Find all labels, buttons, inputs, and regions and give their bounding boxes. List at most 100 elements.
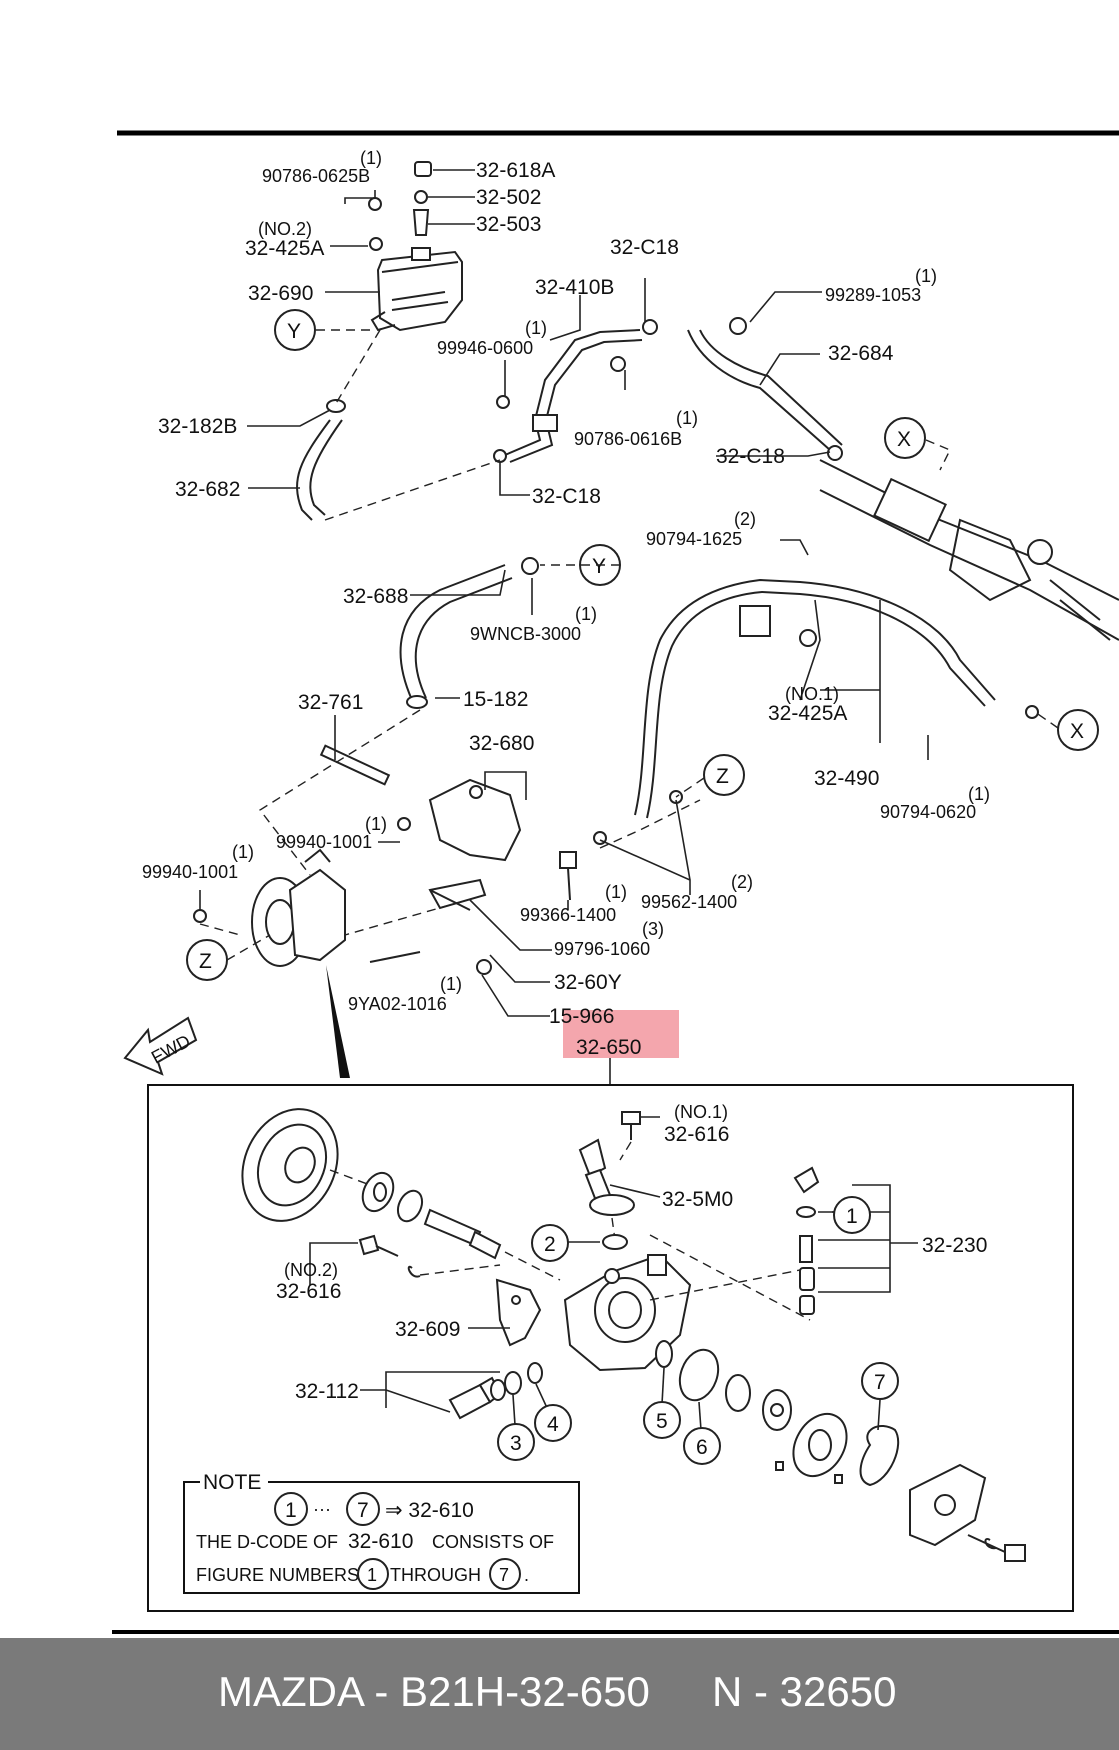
footer-bar: MAZDA - B21H-32-650 N - 32650 (0, 1638, 1119, 1750)
callout-part-number: 32-182B (158, 415, 237, 438)
callout-qty: (1) (605, 882, 627, 902)
forward-direction-arrow: FWD (123, 1016, 198, 1076)
oring-5-drawing (655, 1340, 673, 1368)
note-line3-to: 7 (499, 1565, 509, 1585)
figure-number-7-label: 7 (874, 1371, 886, 1394)
callout-part-number: 32-502 (476, 186, 541, 209)
note-line2-end: CONSISTS OF (432, 1532, 554, 1552)
callout-qty: (1) (915, 266, 937, 286)
reservoir-cap-parts-drawing (368, 161, 432, 251)
figure-number-1-callout: 1 (833, 1196, 871, 1234)
callout-part-number: 90786-0625B (262, 166, 370, 186)
oring-4-drawing (527, 1362, 543, 1384)
bearing-and-seal-drawing (361, 1171, 424, 1223)
power-steering-parts-diagram: Y Y X X Z Z (112, 130, 1119, 1634)
callout-qty: (3) (642, 919, 664, 939)
footer-oem-part-number: MAZDA - B21H-32-650 (218, 1668, 650, 1715)
note-arrow-target: ⇒ 32-610 (385, 1499, 474, 1522)
callout-part-number: 32-C18 (610, 236, 679, 259)
marker-x-upper: X (884, 417, 926, 459)
note-box: NOTE 1 ··· 7 ⇒ 32-610 THE D-CODE OF 32-6… (183, 1471, 580, 1594)
detail-pointer-wedge (326, 965, 350, 1078)
callout-part-number: 99289-1053 (825, 285, 921, 305)
callout-part-number: 32-616 (276, 1280, 341, 1303)
callout-part-number: 32-503 (476, 213, 541, 236)
shaft-drawing (423, 1208, 502, 1260)
callout-note: (NO.2) (284, 1260, 338, 1280)
relief-valve-32-112-drawing (448, 1376, 506, 1420)
hose-32-682-drawing (296, 399, 346, 521)
callout-part-number: 99562-1400 (641, 892, 737, 912)
callout-part-number: 32-684 (828, 342, 894, 365)
pump-body-drawing (563, 1253, 692, 1372)
callout-qty: (1) (440, 974, 462, 994)
cam-ring-and-rotor-drawing (725, 1374, 848, 1477)
note-title: NOTE (203, 1471, 261, 1494)
figure-number-6-callout: 6 (683, 1427, 721, 1465)
marker-x-upper-label: X (897, 428, 911, 451)
pipe-32-410b-drawing (493, 319, 658, 463)
note-line3-end: . (524, 1565, 529, 1585)
marker-z-right-label: Z (716, 765, 729, 788)
marker-z-right: Z (703, 754, 745, 796)
callout-part-number: 32-60Y (554, 971, 622, 994)
callout-note: (NO.2) (258, 219, 312, 239)
callout-note: (NO.1) (785, 684, 839, 704)
callout-part-number: 9YA02-1016 (348, 994, 447, 1014)
figure-number-4-label: 4 (547, 1413, 559, 1436)
callout-part-number: 32-690 (248, 282, 313, 305)
figure-number-7-callout: 7 (861, 1362, 899, 1400)
callout-part-number: 99946-0600 (437, 338, 533, 358)
callout-part-number: 32-C18 (532, 485, 601, 508)
callout-note: (NO.1) (674, 1102, 728, 1122)
note-range-to: 7 (357, 1499, 369, 1522)
note-line3-from: 1 (367, 1565, 377, 1585)
callout-part-number: 90786-0616B (574, 429, 682, 449)
callout-qty: (1) (676, 408, 698, 428)
oring-2-drawing (602, 1234, 628, 1250)
hose-32-688-drawing (399, 557, 539, 709)
marker-y-upper: Y (274, 309, 316, 351)
figure-number-2-label: 2 (544, 1233, 556, 1256)
figure-number-5-callout: 5 (643, 1401, 681, 1439)
callout-qty: (1) (525, 318, 547, 338)
callout-qty: (2) (731, 872, 753, 892)
steering-gear-drawing (819, 459, 1119, 641)
footer-catalog-number: N - 32650 (712, 1668, 897, 1715)
callout-part-number: 32-688 (343, 585, 408, 608)
note-line2-start: THE D-CODE OF (196, 1532, 338, 1552)
figure-number-6-label: 6 (696, 1436, 708, 1459)
note-range-from: 1 (285, 1499, 297, 1522)
note-line3-start: FIGURE NUMBERS (196, 1565, 359, 1585)
callout-part-number: 99796-1060 (554, 939, 650, 959)
callout-part-number: 32-425A (245, 237, 324, 260)
callout-part-number: 9WNCB-3000 (470, 624, 581, 644)
figure-number-3-callout: 3 (497, 1423, 535, 1461)
pressure-pipe-32-490-drawing (634, 578, 1039, 819)
note-ellipsis: ··· (313, 1499, 331, 1519)
callout-qty: (1) (360, 148, 382, 168)
pulley-drawing (241, 1108, 339, 1222)
figure-number-4-callout: 4 (534, 1404, 572, 1442)
oring-3-drawing (504, 1371, 522, 1395)
callout-part-number-highlighted: 32-650 (576, 1036, 641, 1059)
callout-part-number: 90794-1625 (646, 529, 742, 549)
callout-part-number: 99366-1400 (520, 905, 616, 925)
valve-kit-32-230-drawing (793, 1166, 820, 1315)
callout-qty: (1) (575, 604, 597, 624)
marker-z-left: Z (186, 939, 228, 981)
callout-part-number: 99940-1001 (142, 862, 238, 882)
reservoir-tank-drawing (370, 247, 463, 332)
callout-qty: (1) (365, 814, 387, 834)
callout-qty: (2) (734, 509, 756, 529)
part-highlight (563, 1010, 679, 1058)
callout-part-number: 99940-1001 (276, 832, 372, 852)
oring-6-drawing (678, 1348, 720, 1402)
callout-part-number: 32-230 (922, 1234, 987, 1257)
fitting-32-616-no1-drawing (621, 1111, 641, 1140)
figure-number-5-label: 5 (656, 1410, 668, 1433)
callout-part-number: 32-490 (814, 767, 879, 790)
callout-part-number: 32-682 (175, 478, 240, 501)
marker-z-left-label: Z (199, 950, 212, 973)
callout-part-number: 32-410B (535, 276, 614, 299)
